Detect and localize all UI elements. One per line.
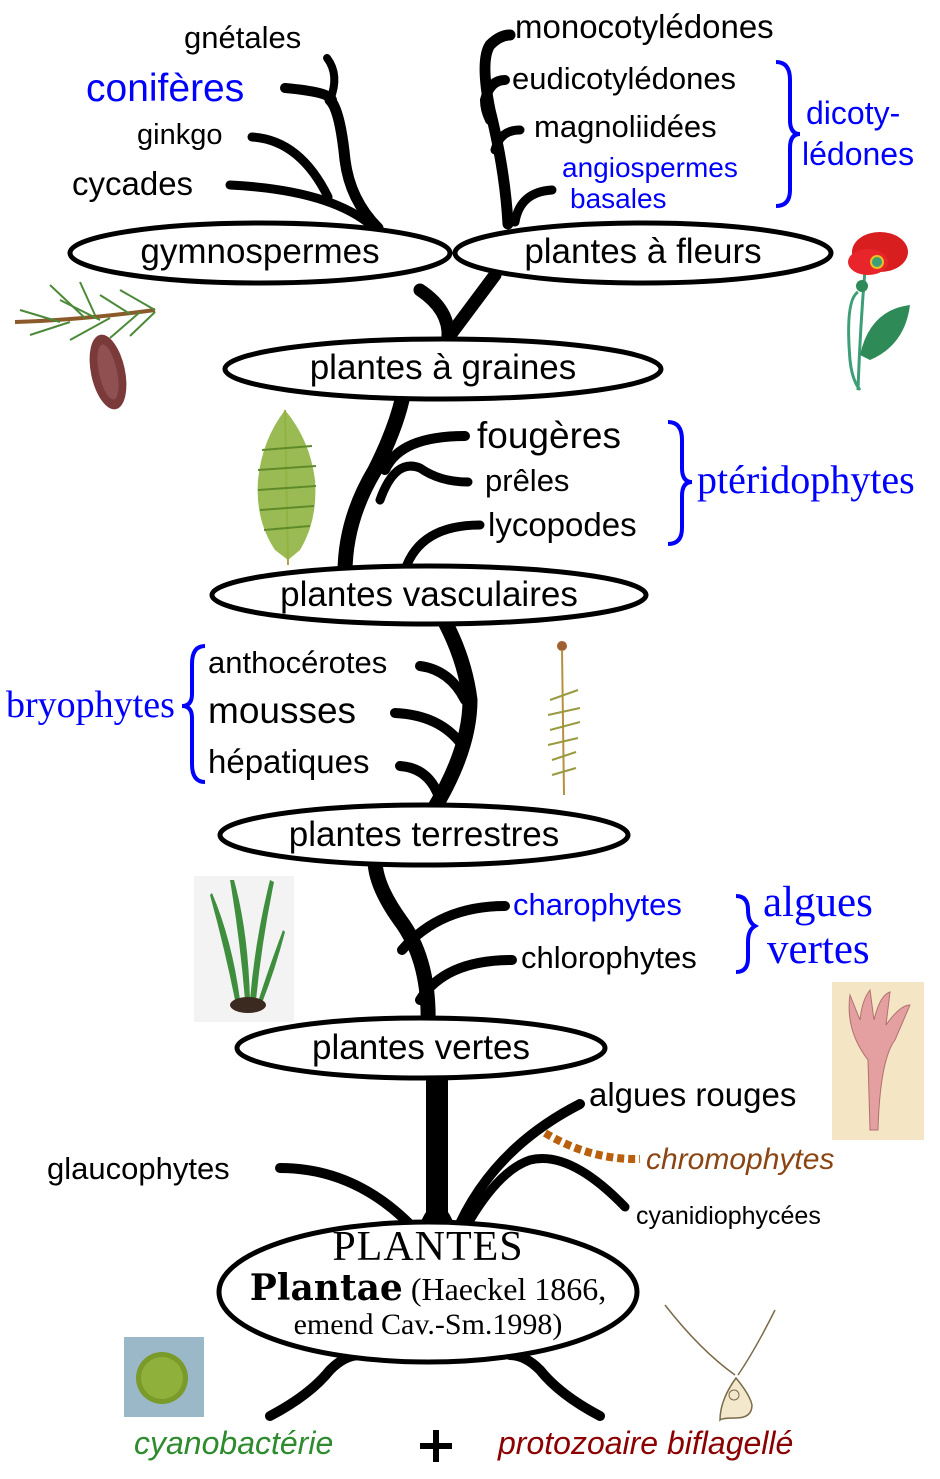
group-algues-vertes-1: algues (763, 879, 873, 926)
leaf-ginkgo: ginkgo (137, 119, 223, 151)
leaf-angiospermes-basales-1: angiospermes (562, 152, 738, 183)
node-plantes-a-fleurs: plantes à fleurs (524, 232, 762, 271)
root-title: PLANTES (332, 1224, 524, 1270)
branch-gymnospermes-stem (324, 94, 384, 234)
branch-magnoliidees (490, 125, 525, 155)
branch-hepatiques (395, 761, 445, 805)
leaf-eudicotyledones: eudicotylédones (512, 61, 737, 96)
branch-charophytes (397, 901, 510, 955)
branch-angiospermes-basales (510, 185, 557, 227)
branch-chlorophytes (415, 955, 517, 1005)
green-alga-illustration (194, 876, 294, 1022)
root-authority-2: emend Cav.-Sm.1998) (293, 1308, 563, 1341)
fern-illustration (257, 409, 317, 566)
node-plantes-vasculaires: plantes vasculaires (280, 575, 578, 614)
leaf-chromophytes: chromophytes (646, 1143, 835, 1176)
leaf-glaucophytes: glaucophytes (47, 1151, 230, 1186)
branch-mousses (390, 708, 467, 750)
brace-pteridophytes (667, 420, 693, 546)
leaf-lycopodes: lycopodes (488, 506, 637, 543)
node-oval-plantes-a-graines (222, 336, 664, 402)
group-dicotyledones-2: lédones (802, 136, 915, 172)
leaf-chlorophytes: chlorophytes (521, 940, 697, 975)
leaf-monocotyledones: monocotylédones (515, 8, 774, 45)
root-leg-left (265, 1350, 365, 1421)
brace-algues-vertes (735, 894, 760, 974)
node-gymnospermes: gymnospermes (140, 232, 380, 271)
branch-ginkgo (247, 132, 333, 202)
leaf-charophytes: charophytes (513, 887, 682, 922)
leaf-anthocerotes: anthocérotes (208, 645, 388, 680)
root-latin-name: Plantae (249, 1267, 403, 1309)
branch-algues-rouges (450, 1099, 585, 1240)
branch-eudicotyledones (479, 75, 510, 125)
branch-fougeres (380, 431, 470, 475)
leaf-mousses: mousses (208, 690, 357, 731)
trunk-vasculaires-to-graines (337, 392, 410, 581)
branch-anthocerotes (415, 661, 470, 705)
trunk-graines-to-gymnospermes (413, 283, 455, 345)
leaf-fougeres: fougères (477, 415, 621, 456)
node-oval-plantes-vertes (234, 1015, 608, 1081)
leaf-cycades: cycades (72, 165, 194, 202)
root-leg-right (505, 1350, 605, 1421)
poppy-illustration (847, 232, 910, 391)
biflagellate-illustration (664, 1304, 776, 1422)
red-alga-illustration (832, 982, 924, 1140)
group-bryophytes: bryophytes (6, 684, 175, 726)
moss-illustration (547, 641, 581, 796)
group-pteridophytes: ptéridophytes (697, 457, 915, 502)
node-plantes-a-graines: plantes à graines (309, 348, 577, 387)
node-oval-plantes-a-fleurs (452, 220, 834, 286)
root-latin-line: Plantae (Haeckel 1866, (218, 1269, 638, 1308)
branch-lycopodes (400, 520, 485, 575)
node-oval-plantes-root (216, 1219, 640, 1365)
branch-fleurs-stem (479, 29, 516, 230)
node-oval-plantes-terrestres (217, 802, 631, 868)
branch-cyanidiophycees (465, 1154, 630, 1225)
cyanobacterium-illustration (124, 1337, 204, 1417)
branch-preles (375, 461, 473, 505)
root-node-plantes: PLANTES Plantae (Haeckel 1866, emend Cav… (218, 1222, 638, 1362)
group-dicotyledones-1: dicoty- (806, 95, 901, 131)
node-oval-gymnospermes (67, 220, 453, 286)
pine-branch-illustration (14, 281, 156, 410)
node-oval-plantes-vasculaires (209, 563, 649, 627)
leaf-cyanidiophycees: cyanidiophycées (636, 1202, 821, 1230)
leaf-magnoliidees: magnoliidées (534, 109, 717, 144)
trunk-terrestres-to-vasculaires (424, 614, 478, 820)
origin-cyanobacterie: cyanobactérie (134, 1425, 334, 1461)
node-plantes-terrestres: plantes terrestres (288, 815, 560, 854)
leaf-coniferes: conifères (86, 67, 245, 110)
brace-bryophytes (181, 644, 206, 784)
branch-chromophytes-dashed (542, 1129, 641, 1164)
leaf-angiospermes-basales-2: basales (570, 183, 667, 214)
leaf-gnetales: gnétales (184, 20, 302, 55)
brace-dicotyledones (775, 60, 801, 208)
branch-cycades (225, 180, 377, 231)
leaf-hepatiques: hépatiques (208, 743, 370, 780)
branch-coniferes (280, 83, 337, 105)
leaf-preles: prêles (485, 463, 570, 498)
leaf-algues-rouges: algues rouges (589, 1076, 797, 1113)
origin-protozoaire: protozoaire biflagellé (498, 1425, 794, 1461)
group-algues-vertes-2: vertes (767, 926, 870, 973)
trunk-graines-to-fleurs (441, 268, 502, 345)
root-authority-1: (Haeckel 1866, (402, 1271, 607, 1307)
node-plantes-vertes: plantes vertes (312, 1028, 530, 1067)
